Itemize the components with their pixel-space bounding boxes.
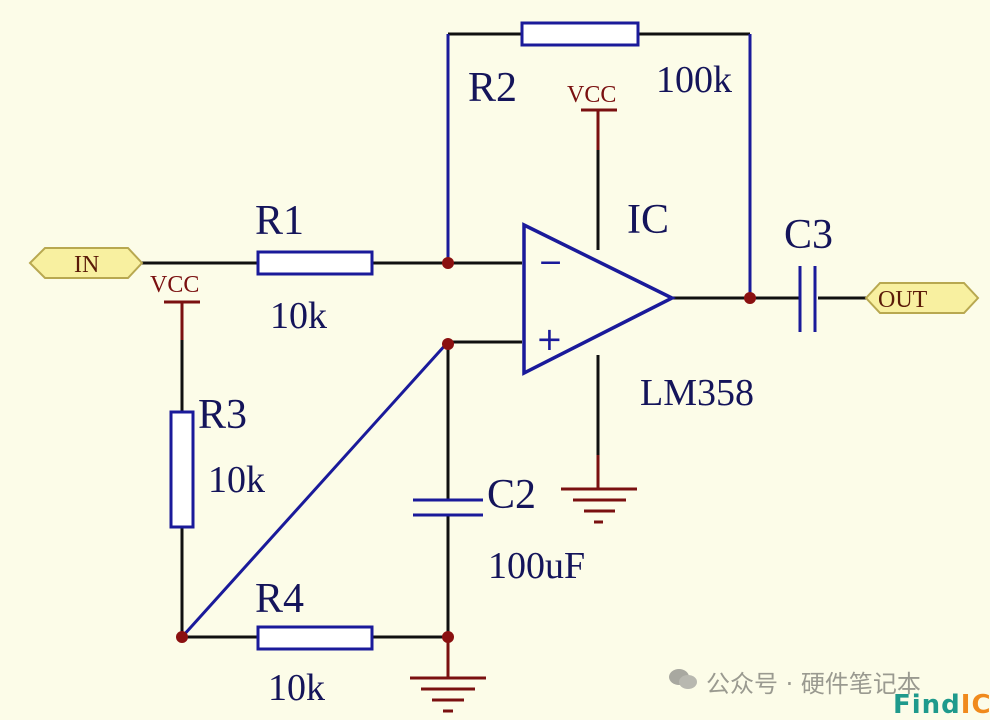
r4-ref: R4 [255,576,304,622]
r1-ref: R1 [255,198,304,244]
port-out[interactable]: OUT [864,282,980,314]
r4-value: 10k [268,667,325,709]
ground-icon-c2 [410,637,486,713]
watermark-text: 公众号 · 硬件笔记本 [706,670,921,698]
junction-output [744,292,756,304]
c2-ref: C2 [487,472,536,518]
capacitor-c3[interactable] [798,266,817,332]
opamp-inverting-symbol: − [538,245,563,280]
junction-gnd [442,631,454,643]
r3-value: 10k [208,459,265,501]
c3-ref: C3 [784,212,833,258]
brand-logo-ic: IC [960,690,990,720]
port-in-label: IN [74,252,99,278]
ground-icon-ic [561,455,637,524]
opamp-noninverting-symbol: + [536,320,563,358]
brand-logo-find: Find [893,690,961,720]
vcc-symbol-ic [581,108,617,150]
brand-logo: FindIC [893,690,990,720]
capacitor-c2[interactable] [413,498,483,517]
resistor-r4[interactable] [256,625,374,651]
junction-r3-r4 [176,631,188,643]
port-in[interactable]: IN [28,247,144,279]
r3-ref: R3 [198,392,247,438]
ic-ref: IC [627,197,669,243]
junction-inverting [442,257,454,269]
junction-noninverting [442,338,454,350]
wire-diagonal [180,340,450,639]
resistor-r2[interactable] [520,21,640,47]
port-out-label: OUT [878,287,928,313]
r2-ref: R2 [468,65,517,111]
resistor-r1[interactable] [256,250,374,276]
r1-value: 10k [270,295,327,337]
r2-value: 100k [656,59,732,101]
vcc-label-ic: VCC [567,82,616,108]
ic-value: LM358 [640,372,754,414]
opamp-lm358[interactable]: − + [522,222,676,376]
c2-value: 100uF [488,545,585,587]
resistor-r3[interactable] [169,410,195,529]
wechat-icon [669,669,697,689]
vcc-label-r3: VCC [150,272,199,298]
vcc-symbol-r3 [164,300,200,340]
